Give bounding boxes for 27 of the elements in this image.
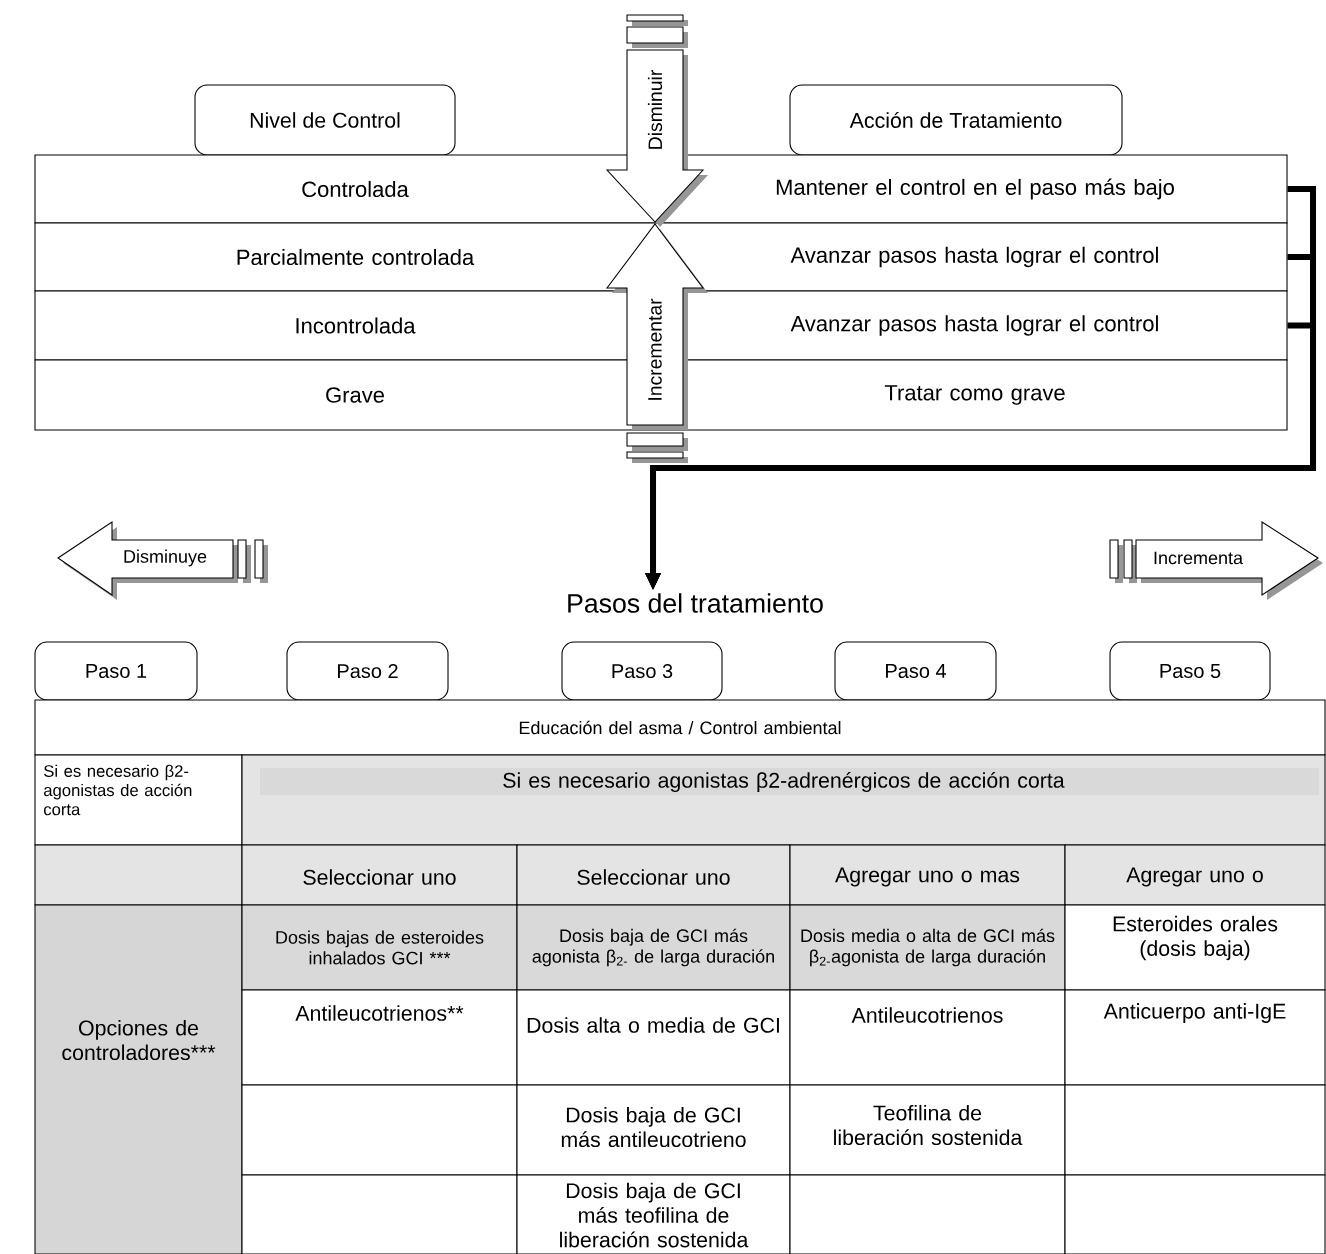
table-row: Parcialmente controlada Avanzar pasos hasta lograr el control [34, 222, 1288, 292]
header-tab: Acción de Tratamiento [789, 84, 1123, 156]
table-cell: Dosis baja de GCI más teofilina de liberación sostenida [516, 1174, 791, 1254]
table-cell: Antileucotrienos [789, 989, 1066, 1086]
header-tab: Paso 5 [1109, 641, 1271, 701]
header-tab: Paso 4 [834, 641, 997, 701]
table-cell: Dosis baja de GCI más antileucotrieno [516, 1084, 791, 1176]
table-cell: Teofilina de liberación sostenida [789, 1084, 1066, 1176]
table-cell: Esteroides orales (dosis baja) [1064, 904, 1326, 991]
section-title: Pasos del tratamiento [568, 593, 823, 613]
header-tab: Paso 2 [286, 641, 449, 701]
table-cell: Seleccionar uno [516, 844, 791, 906]
table-row: Controlada Mantener el control en el paso más bajo [34, 154, 1288, 224]
table-cell: Dosis bajas de esteroides inhalados GCI *** [241, 904, 518, 991]
table-cell: Seleccionar uno [241, 844, 518, 906]
table-cell: Opciones de controladores*** [34, 904, 243, 1254]
table-cell: Anticuerpo anti-IgE [1064, 989, 1326, 1086]
table-cell: Antileucotrienos** [241, 989, 518, 1086]
header-tab: Paso 3 [561, 641, 723, 701]
table-cell: Agregar uno o [1064, 844, 1326, 906]
header-tab: Nivel de Control [194, 84, 456, 156]
table-cell: Dosis media o alta de GCI más β$_{2-}$agonista de larga duración [789, 904, 1066, 991]
table-cell: Si es necesario β2-agonistas de acción corta [34, 754, 243, 846]
table-cell: Dosis baja de GCI más agonista β$_{2-}$ de larga duración [516, 904, 791, 991]
table-cell: Dosis alta o media de GCI [516, 989, 791, 1086]
table-cell: Agregar uno o mas [789, 844, 1066, 906]
header-tab: Paso 1 [34, 641, 198, 701]
